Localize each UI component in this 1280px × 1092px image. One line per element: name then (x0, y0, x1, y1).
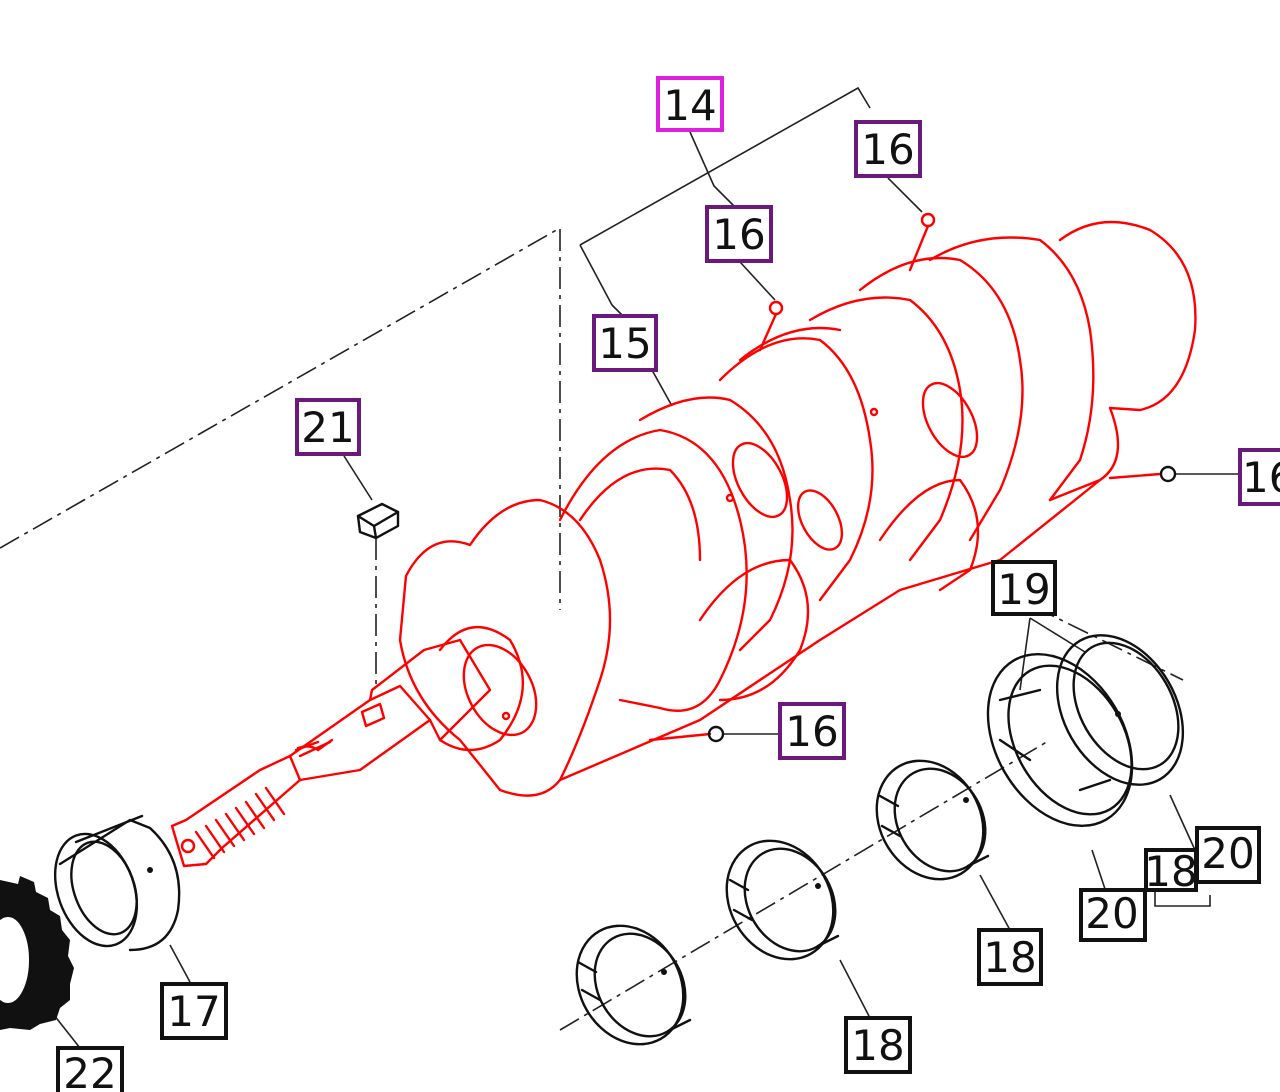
bearing-shell-3 (875, 759, 990, 881)
plug-16-right (1159, 465, 1177, 483)
svg-text:16: 16 (785, 707, 838, 756)
callout-22[interactable]: 22 (56, 1046, 124, 1092)
callout-20-left[interactable]: 20 (1079, 888, 1147, 942)
svg-text:15: 15 (598, 319, 651, 368)
svg-text:19: 19 (997, 565, 1050, 614)
callouts: 14 16 16 15 21 16 16 19 (56, 76, 1280, 1092)
bearing-shell-2 (725, 839, 840, 961)
key-part (356, 502, 400, 540)
crankshaft-drawing (170, 212, 1197, 868)
svg-text:18: 18 (1144, 847, 1197, 896)
gear-22 (0, 876, 74, 1030)
callout-17[interactable]: 17 (160, 982, 228, 1040)
svg-text:14: 14 (663, 81, 716, 130)
callout-20-right[interactable]: 20 (1195, 826, 1261, 884)
callout-14[interactable]: 14 (656, 76, 724, 132)
callout-18-right[interactable]: 18 (1144, 847, 1198, 896)
svg-text:20: 20 (1201, 829, 1254, 878)
callout-15[interactable]: 15 (592, 314, 658, 372)
svg-text:16: 16 (712, 210, 765, 259)
callout-16-right-edge[interactable]: 16 (1238, 448, 1280, 506)
svg-text:17: 17 (167, 987, 220, 1036)
plug-16-lower (707, 725, 725, 743)
bearing-17 (53, 814, 181, 952)
spline-teeth (194, 786, 286, 860)
svg-text:18: 18 (983, 933, 1036, 982)
svg-text:22: 22 (63, 1049, 116, 1092)
callout-16-top-right[interactable]: 16 (854, 120, 922, 178)
bearing-shell-1 (575, 924, 692, 1046)
callout-19[interactable]: 19 (991, 560, 1057, 616)
svg-text:16: 16 (1242, 453, 1280, 502)
callout-18-bottom[interactable]: 18 (844, 1016, 912, 1074)
callout-18-mid[interactable]: 18 (977, 928, 1043, 986)
svg-text:21: 21 (301, 403, 354, 452)
svg-text:18: 18 (851, 1021, 904, 1070)
svg-text:16: 16 (861, 125, 914, 174)
callout-16-upper[interactable]: 16 (705, 205, 773, 263)
thrust-bearing-assembly (986, 634, 1185, 828)
callout-16-lower[interactable]: 16 (778, 702, 846, 760)
svg-text:20: 20 (1085, 889, 1138, 938)
callout-21[interactable]: 21 (295, 398, 361, 456)
bearing-shells (575, 634, 1185, 1046)
leader-lines (49, 86, 1240, 1049)
